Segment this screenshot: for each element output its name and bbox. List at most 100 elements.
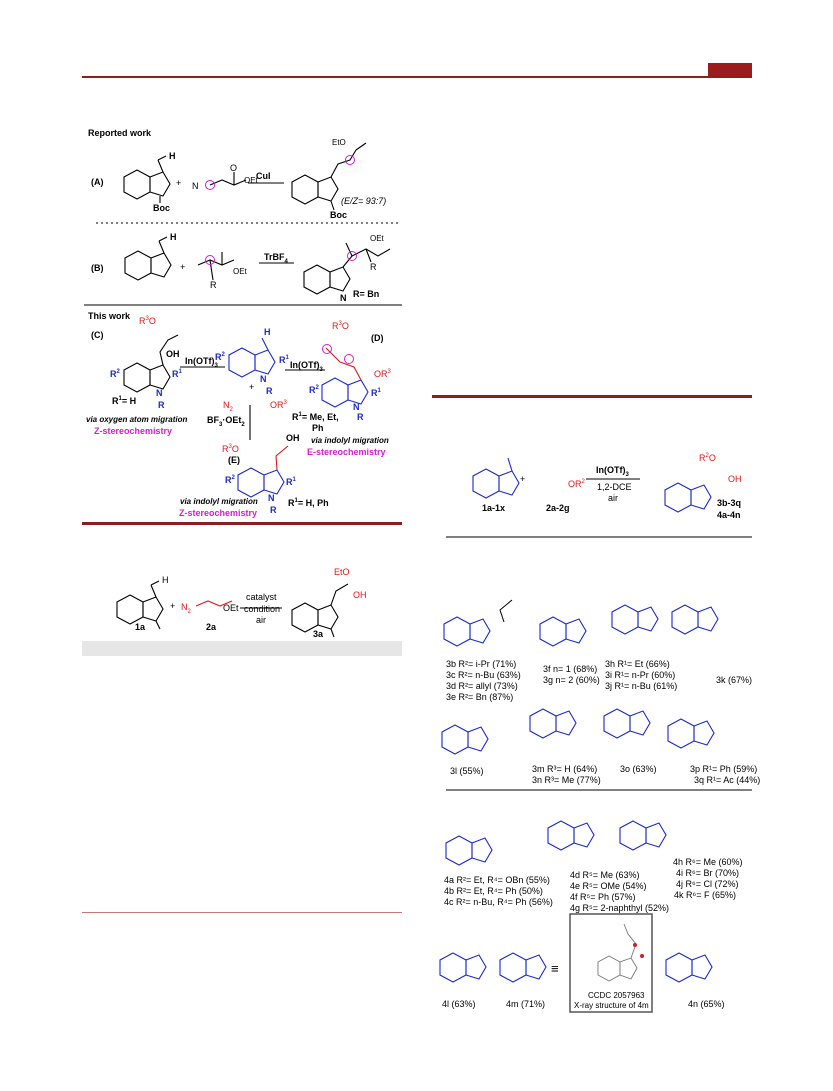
E-r3o: R3O — [222, 444, 239, 454]
center-r1: R1 — [279, 355, 289, 365]
s2-air: air — [256, 615, 267, 625]
label-B: (B) — [91, 263, 104, 273]
center-n: N — [260, 374, 267, 384]
label-D: (D) — [371, 333, 384, 343]
label-4m: 4m (71%) — [506, 999, 546, 1009]
center-or3: OR3 — [270, 400, 287, 410]
center-plus: + — [249, 382, 255, 392]
C-stereo: Z-stereochemistry — [94, 426, 173, 436]
label-3g: 3g n= 2 (60%) — [543, 675, 600, 685]
s2-n2: N2 — [181, 602, 191, 615]
s2-h: H — [162, 575, 169, 585]
s2-3a: 3a — [313, 629, 324, 639]
A-plus: + — [176, 178, 182, 188]
C-via: via oxygen atom migration — [86, 415, 188, 424]
E-stereo: Z-stereochemistry — [179, 508, 258, 518]
B-h: H — [170, 232, 177, 242]
label-4c: 4c R²= n-Bu, R⁴= Ph (56%) — [444, 897, 553, 907]
label-3l: 3l (55%) — [450, 766, 484, 776]
B-nh: N — [340, 293, 347, 303]
label-3i: 3i R¹= n-Pr (60%) — [605, 670, 676, 680]
label-4n: 4n (65%) — [688, 999, 725, 1009]
label-4f: 4f R⁵= Ph (57%) — [570, 892, 636, 902]
D-r3o: R3O — [332, 321, 349, 331]
label-3b: 3b R²= i-Pr (71%) — [446, 659, 517, 669]
label-4k: 4k R⁶= F (65%) — [674, 890, 736, 900]
s3-or2: OR2 — [568, 479, 585, 489]
E-r1: R1 — [286, 477, 296, 487]
label-4h: 4h R⁶= Me (60%) — [673, 857, 743, 867]
label-3c: 3c R²= n-Bu (63%) — [446, 670, 521, 680]
label-4e: 4e R⁵= OMe (54%) — [570, 881, 647, 891]
B-r: R — [210, 280, 217, 290]
B-rnote: R= Bn — [353, 289, 380, 299]
s3-oh: OH — [728, 474, 742, 484]
header-red-tab — [708, 63, 752, 76]
B-reagent: TrBF4 — [264, 252, 288, 265]
B-oet2: OEt — [370, 234, 384, 243]
center-r2: R2 — [215, 352, 225, 362]
label-3p: 3p R¹= Ph (59%) — [690, 764, 758, 774]
A-ratio: (E/Z= 93:7) — [341, 196, 387, 206]
label-4b: 4b R²= Et, R⁴= Ph (50%) — [444, 886, 543, 896]
label-3q: 3q R¹= Ac (44%) — [694, 775, 761, 785]
center-n2: N2 — [223, 400, 233, 413]
D-cat: In(OTf)3 — [290, 360, 323, 373]
label-4d: 4d R⁵= Me (63%) — [570, 870, 640, 880]
reported-work-title: Reported work — [88, 128, 152, 138]
label-E: (E) — [228, 455, 240, 465]
s2-eto: EtO — [334, 567, 350, 577]
B-plus: + — [180, 262, 186, 272]
B-r2: R — [370, 262, 377, 272]
D-r1: R1 — [371, 388, 381, 398]
A-eto: EtO — [332, 138, 346, 147]
label-4g: 4g R⁵= 2-naphthyl (52%) — [570, 903, 670, 913]
C-r1: R1 — [172, 369, 182, 379]
s2-2a: 2a — [206, 622, 217, 632]
D-n: N — [353, 402, 360, 412]
D-or3: OR3 — [374, 369, 391, 379]
s3-p1: 3b-3q — [717, 498, 742, 508]
label-3k: 3k (67%) — [716, 675, 753, 685]
label-3h: 3h R¹= Et (66%) — [605, 659, 670, 669]
E-cat: BF3·OEt2 — [207, 415, 245, 428]
label-4l: 4l (63%) — [442, 999, 476, 1009]
s3-r2o: R2O — [699, 453, 716, 463]
s2-condition: condition — [244, 604, 281, 614]
label-3m: 3m R³= H (64%) — [532, 764, 598, 774]
label-4i: 4i R⁶= Br (70%) — [676, 868, 739, 878]
label-3f: 3f n= 1 (68%) — [543, 664, 598, 674]
C-n: N — [156, 388, 163, 398]
label-A: (A) — [91, 177, 104, 187]
E-via: via indolyl migration — [180, 497, 258, 506]
s3-cat: In(OTf)3 — [596, 465, 629, 478]
center-r: R — [266, 386, 273, 396]
D-r1note: R1= Me, Et, — [292, 412, 339, 422]
D-stereo: E-stereochemistry — [307, 447, 386, 457]
C-cat: In(OTf)3 — [185, 356, 218, 369]
E-oh: OH — [286, 433, 300, 443]
C-oh: OH — [166, 349, 180, 359]
xray-ccdc: CCDC 2057963 — [588, 991, 645, 1000]
D-ph: Ph — [312, 423, 324, 433]
header-rule — [82, 76, 752, 78]
label-4j: 4j R⁶= Cl (72%) — [676, 879, 739, 889]
s2-1a: 1a — [135, 622, 146, 632]
E-n: N — [268, 493, 275, 503]
A-boc2: Boc — [330, 210, 348, 220]
s3-plus: + — [520, 474, 526, 484]
A-boc: Boc — [153, 203, 171, 213]
xray-frame — [569, 913, 653, 1013]
D-via: via indolyl migration — [311, 436, 389, 445]
s3-c1: 1a-1x — [482, 503, 506, 513]
center-h: H — [264, 327, 271, 337]
s3-air: air — [608, 493, 619, 503]
label-C: (C) — [91, 330, 104, 340]
s2-catalyst: catalyst — [246, 592, 277, 602]
E-r: R — [270, 505, 277, 515]
equivalence-sign: ≡ — [551, 961, 559, 976]
this-work-title: This work — [88, 311, 131, 321]
